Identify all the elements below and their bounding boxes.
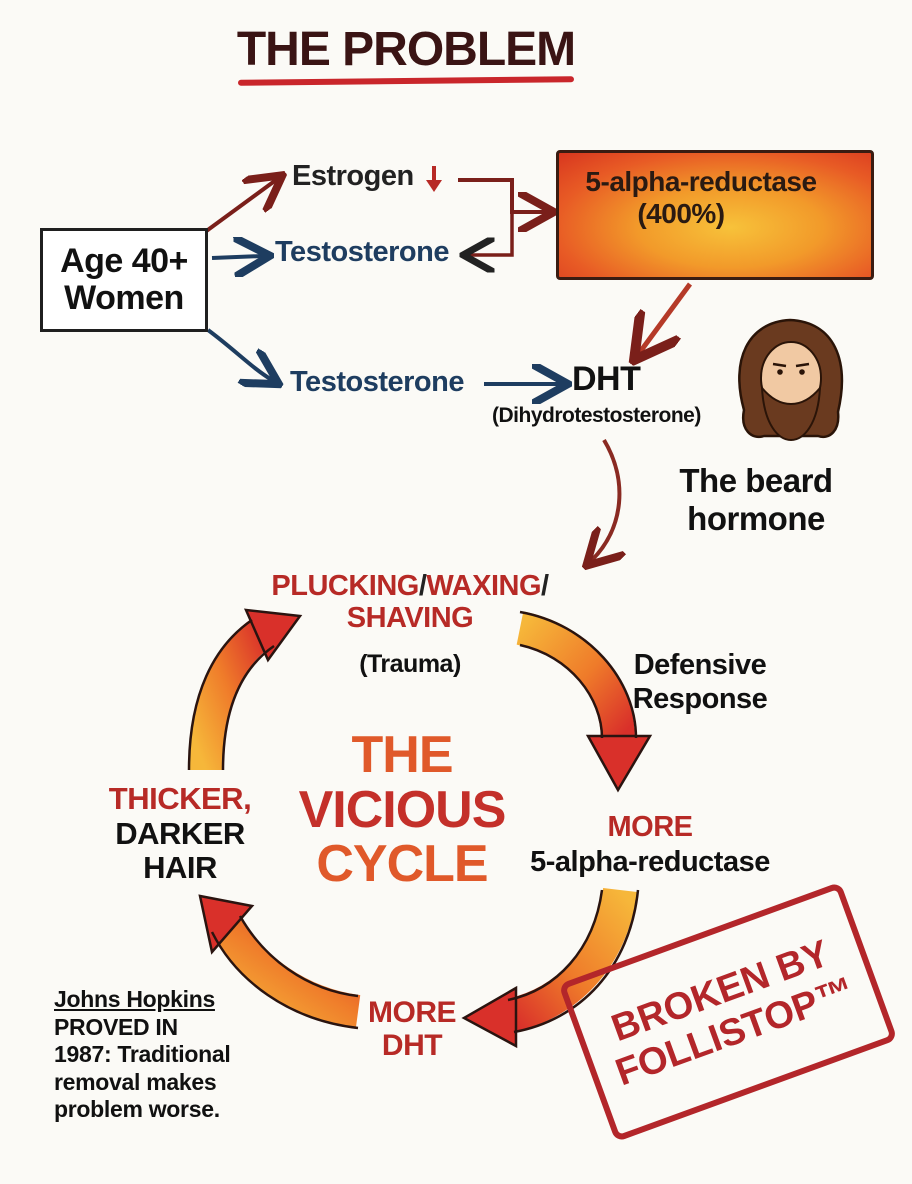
cycle-arrow-1 (516, 611, 635, 741)
bearded-man-icon (738, 318, 843, 442)
arrow-dht-plucking (592, 438, 619, 560)
arrow-feedback-testosterone (470, 212, 514, 255)
more-dht-line2: DHT (381, 1029, 443, 1062)
cycle-arrow-4 (189, 618, 273, 771)
beard-line1: The beard (679, 462, 833, 499)
footnote-heading: Johns Hopkins (54, 986, 215, 1012)
dht-label: DHT (572, 360, 641, 398)
more-enzyme-name: 5-alpha-reductase (530, 845, 770, 878)
plucking-label: PLUCKING/WAXING/ SHAVING (230, 570, 590, 635)
thicker-line2: DARKER (115, 815, 245, 851)
johns-hopkins-note: Johns Hopkins PROVED IN 1987: Traditiona… (54, 986, 264, 1124)
plucking-sep-1: / (418, 570, 427, 602)
trauma-label: (Trauma) (359, 650, 461, 678)
defense-line1: Defensive (633, 649, 767, 681)
more-label: MORE (607, 811, 694, 843)
footnote-line1: PROVED IN (54, 1013, 178, 1040)
dht-full-name: (Dihydrotestosterone) (492, 404, 701, 427)
testosterone-label-1: Testosterone (275, 236, 449, 268)
enzyme-box (556, 150, 874, 280)
beard-line2: hormone (687, 499, 825, 537)
vicious-line3: CYCLE (316, 835, 488, 894)
plucking-sep-2: / (541, 570, 549, 602)
plucking-word: PLUCKING (271, 570, 419, 602)
page-title: THE PROBLEM (236, 23, 576, 76)
age-group-box: Age 40+ Women (40, 228, 208, 332)
arrow-age-estrogen (203, 180, 276, 234)
vicious-line1: THE (351, 726, 454, 784)
more-enzyme-label: MORE 5-alpha-reductase (520, 810, 780, 880)
defense-line2: Response (632, 683, 768, 716)
estrogen-label: Estrogen (292, 160, 414, 192)
defensive-response-label: Defensive Response (610, 648, 790, 716)
age-group-line2: Women (64, 279, 184, 317)
cycle-arrow-2 (504, 887, 637, 1033)
arrow-age-testosterone-2 (206, 328, 272, 380)
thicker-line3: HAIR (143, 850, 217, 886)
footnote-line4: problem worse. (54, 1096, 220, 1123)
enzyme-label: 5-alpha-reductase (585, 166, 817, 197)
testosterone-label-2: Testosterone (290, 366, 464, 398)
waxing-word: WAXING (426, 570, 542, 602)
enzyme-percent: (400%) (637, 198, 725, 230)
arrow-age-testosterone (211, 256, 262, 258)
more-dht-line1: MORE (368, 996, 457, 1029)
vicious-line2: VICIOUS (298, 780, 507, 839)
arrow-estrogen-enzyme (458, 178, 546, 212)
thicker-line1: THICKER, (108, 781, 252, 816)
footnote-line3: removal makes (54, 1068, 217, 1095)
cycle-arrow-3 (211, 915, 361, 1029)
footnote-line2: 1987: Traditional (54, 1041, 231, 1068)
more-dht-label: MORE DHT (352, 996, 472, 1062)
age-group-line1: Age 40+ (60, 242, 188, 281)
beard-hormone-label: The beard hormone (662, 462, 850, 538)
enzyme-text: 5-alpha-reductase (400%) (566, 166, 836, 230)
shaving-word: SHAVING (346, 602, 474, 635)
thicker-hair-label: THICKER, DARKER HAIR (100, 781, 260, 886)
arrow-enzyme-dht (640, 282, 693, 352)
vicious-cycle-title: THE VICIOUS CYCLE (292, 728, 512, 892)
